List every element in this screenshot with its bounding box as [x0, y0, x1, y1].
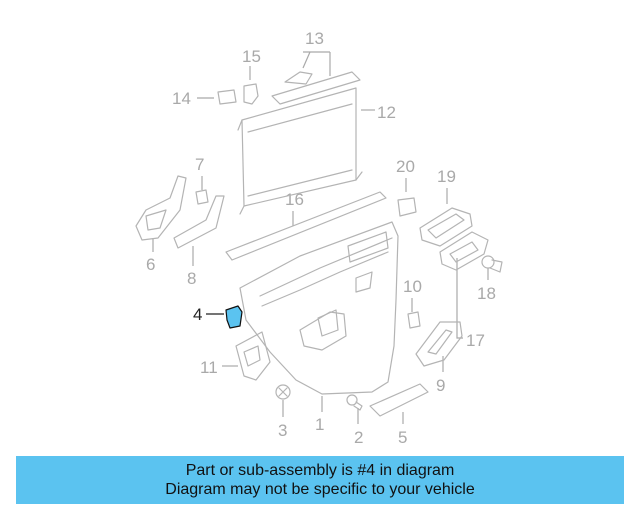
callout-11: 11	[200, 358, 218, 377]
banner-line-2: Diagram may not be specific to your vehi…	[165, 481, 475, 498]
banner-line-1: Part or sub-assembly is #4 in diagram	[185, 462, 455, 479]
part-1-door-panel	[239, 221, 399, 395]
part-18-bulb	[481, 255, 503, 273]
part-5-trim	[369, 383, 429, 417]
callout-7: 7	[195, 155, 204, 174]
part-info-banner: Part or sub-assembly is #4 in diagram Di…	[16, 456, 624, 504]
callout-1: 1	[315, 415, 324, 434]
part-12-sunshade	[237, 87, 363, 215]
part-6-handle	[135, 175, 187, 241]
leader-13	[302, 51, 331, 76]
part-11	[235, 331, 271, 381]
part-17-bezel	[439, 231, 489, 271]
callout-10: 10	[403, 277, 422, 296]
callout-5: 5	[398, 428, 407, 447]
callout-17: 17	[466, 331, 485, 350]
part-19-switch	[419, 207, 473, 247]
part-15	[243, 83, 259, 105]
part-7	[195, 189, 209, 205]
callout-3: 3	[278, 421, 287, 440]
callout-18: 18	[477, 284, 496, 303]
part-20	[397, 197, 417, 217]
callout-13: 13	[305, 29, 324, 48]
callout-6: 6	[146, 255, 155, 274]
part-8-trim	[173, 195, 225, 249]
callout-2: 2	[354, 428, 363, 447]
callout-12: 12	[377, 103, 396, 122]
part-3-clip	[275, 384, 291, 400]
callout-9: 9	[436, 376, 445, 395]
part-9-handle	[415, 321, 463, 367]
callout-8: 8	[187, 269, 196, 288]
callout-16: 16	[285, 190, 304, 209]
callout-19: 19	[437, 167, 456, 186]
callout-15: 15	[242, 47, 261, 66]
callout-4: 4	[193, 305, 202, 324]
part-16-strip	[225, 191, 387, 261]
callout-20: 20	[396, 157, 415, 176]
part-2-screw	[346, 394, 363, 411]
part-14	[217, 89, 237, 105]
part-13-clips	[271, 71, 361, 105]
callout-14: 14	[172, 89, 191, 108]
part-10	[407, 311, 421, 329]
part-4-highlight	[225, 305, 243, 329]
parts-diagram: 13 15 14 12 7 20 19 16 6 8 10 18 4 17 11…	[135, 29, 503, 447]
